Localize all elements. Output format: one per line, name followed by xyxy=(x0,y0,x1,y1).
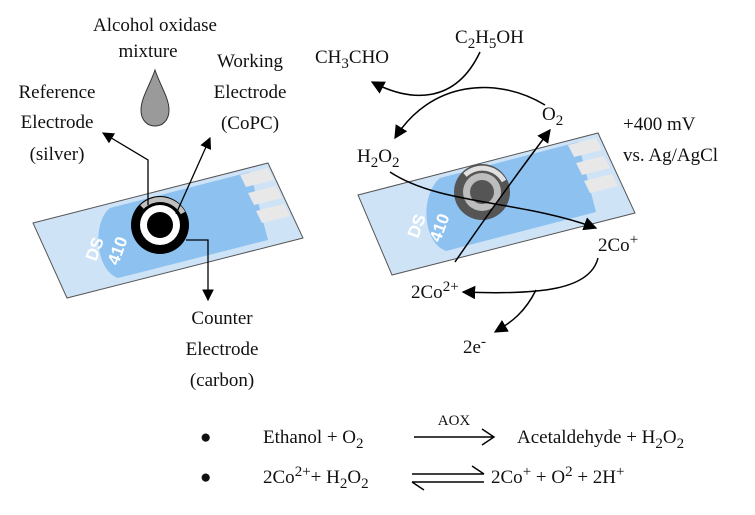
eq1-left-side: Ethanol + O2 xyxy=(263,427,364,452)
eq2-bullet: ● xyxy=(200,467,211,488)
enzyme-drop-icon xyxy=(140,68,170,127)
eq1-forward-arrow xyxy=(414,428,496,446)
equation-1: ● Ethanol + O2 AOX Acetaldehyde + H2O2 xyxy=(200,413,684,452)
peroxide-to-electrode-arrow xyxy=(389,171,598,231)
working-electrode-label-1: Working xyxy=(217,51,284,72)
reference-leader-arrow xyxy=(101,132,149,205)
working-leader-arrow xyxy=(175,136,212,215)
eq2-left-side: 2Co2++ H2O2 xyxy=(263,464,369,492)
counter-electrode-label-3: (carbon) xyxy=(190,370,254,391)
right-device: DS 410 C2H5OH CH3CHO O2 H2O2 +400 mV vs.… xyxy=(315,27,718,358)
working-electrode-label-3: (CoPC) xyxy=(221,113,279,134)
equation-2: ● 2Co2++ H2O2 2Co+ + O2 + 2H+ xyxy=(200,464,625,492)
electrons-label: 2e- xyxy=(463,334,486,358)
left-working-electrode xyxy=(147,212,173,238)
electrode-to-oxygen-arrow xyxy=(454,128,551,263)
peroxide-formula: H2O2 xyxy=(357,146,399,171)
left-contact-1 xyxy=(240,168,274,187)
electron-release-arrow xyxy=(493,289,537,333)
eq2-equilibrium-arrow xyxy=(411,465,485,491)
cobalt-plus-label: 2Co+ xyxy=(598,232,638,256)
right-contact-3 xyxy=(584,174,618,193)
right-counter-electrode xyxy=(463,165,507,183)
right-contact-2 xyxy=(576,156,610,175)
reference-electrode-label-1: Reference xyxy=(19,82,96,103)
oxygen-formula: O2 xyxy=(542,104,563,129)
drop-label-line1: Alcohol oxidase xyxy=(93,15,217,36)
left-contact-3 xyxy=(256,204,290,223)
right-contact-1 xyxy=(568,138,602,157)
eq1-bullet: ● xyxy=(200,427,211,448)
counter-electrode-label-1: Counter xyxy=(191,308,253,329)
working-electrode-label-2: Electrode xyxy=(214,82,287,103)
cobalt-2plus-label: 2Co2+ xyxy=(411,279,459,303)
eq1-right-side: Acetaldehyde + H2O2 xyxy=(517,427,684,452)
oxygen-to-peroxide-arrow xyxy=(394,86,546,140)
ethanol-formula: C2H5OH xyxy=(455,27,524,52)
cobalt-reduction-arrow xyxy=(461,257,599,300)
right-working-electrode xyxy=(470,180,494,204)
eq1-arrow-label: AOX xyxy=(438,413,471,429)
counter-electrode-label-2: Electrode xyxy=(186,339,259,360)
left-counter-electrode xyxy=(140,197,186,215)
reference-electrode-label-2: Electrode xyxy=(21,112,94,133)
ethanol-to-acetaldehyde-arrow xyxy=(370,51,481,97)
counter-leader-arrow xyxy=(186,239,214,302)
potential-label: +400 mV xyxy=(623,114,696,135)
left-contact-2 xyxy=(248,186,282,205)
eq2-right-side: 2Co+ + O2 + 2H+ xyxy=(491,464,625,488)
reference-electrode-label-3: (silver) xyxy=(30,144,85,165)
drop-label-line2: mixture xyxy=(118,41,177,62)
left-device: Alcohol oxidase mixture DS 410 Working E… xyxy=(19,15,304,391)
left-sensor-strip: DS 410 xyxy=(32,162,304,299)
acetaldehyde-formula: CH3CHO xyxy=(315,47,389,72)
reference-potential-label: vs. Ag/AgCl xyxy=(623,145,718,166)
